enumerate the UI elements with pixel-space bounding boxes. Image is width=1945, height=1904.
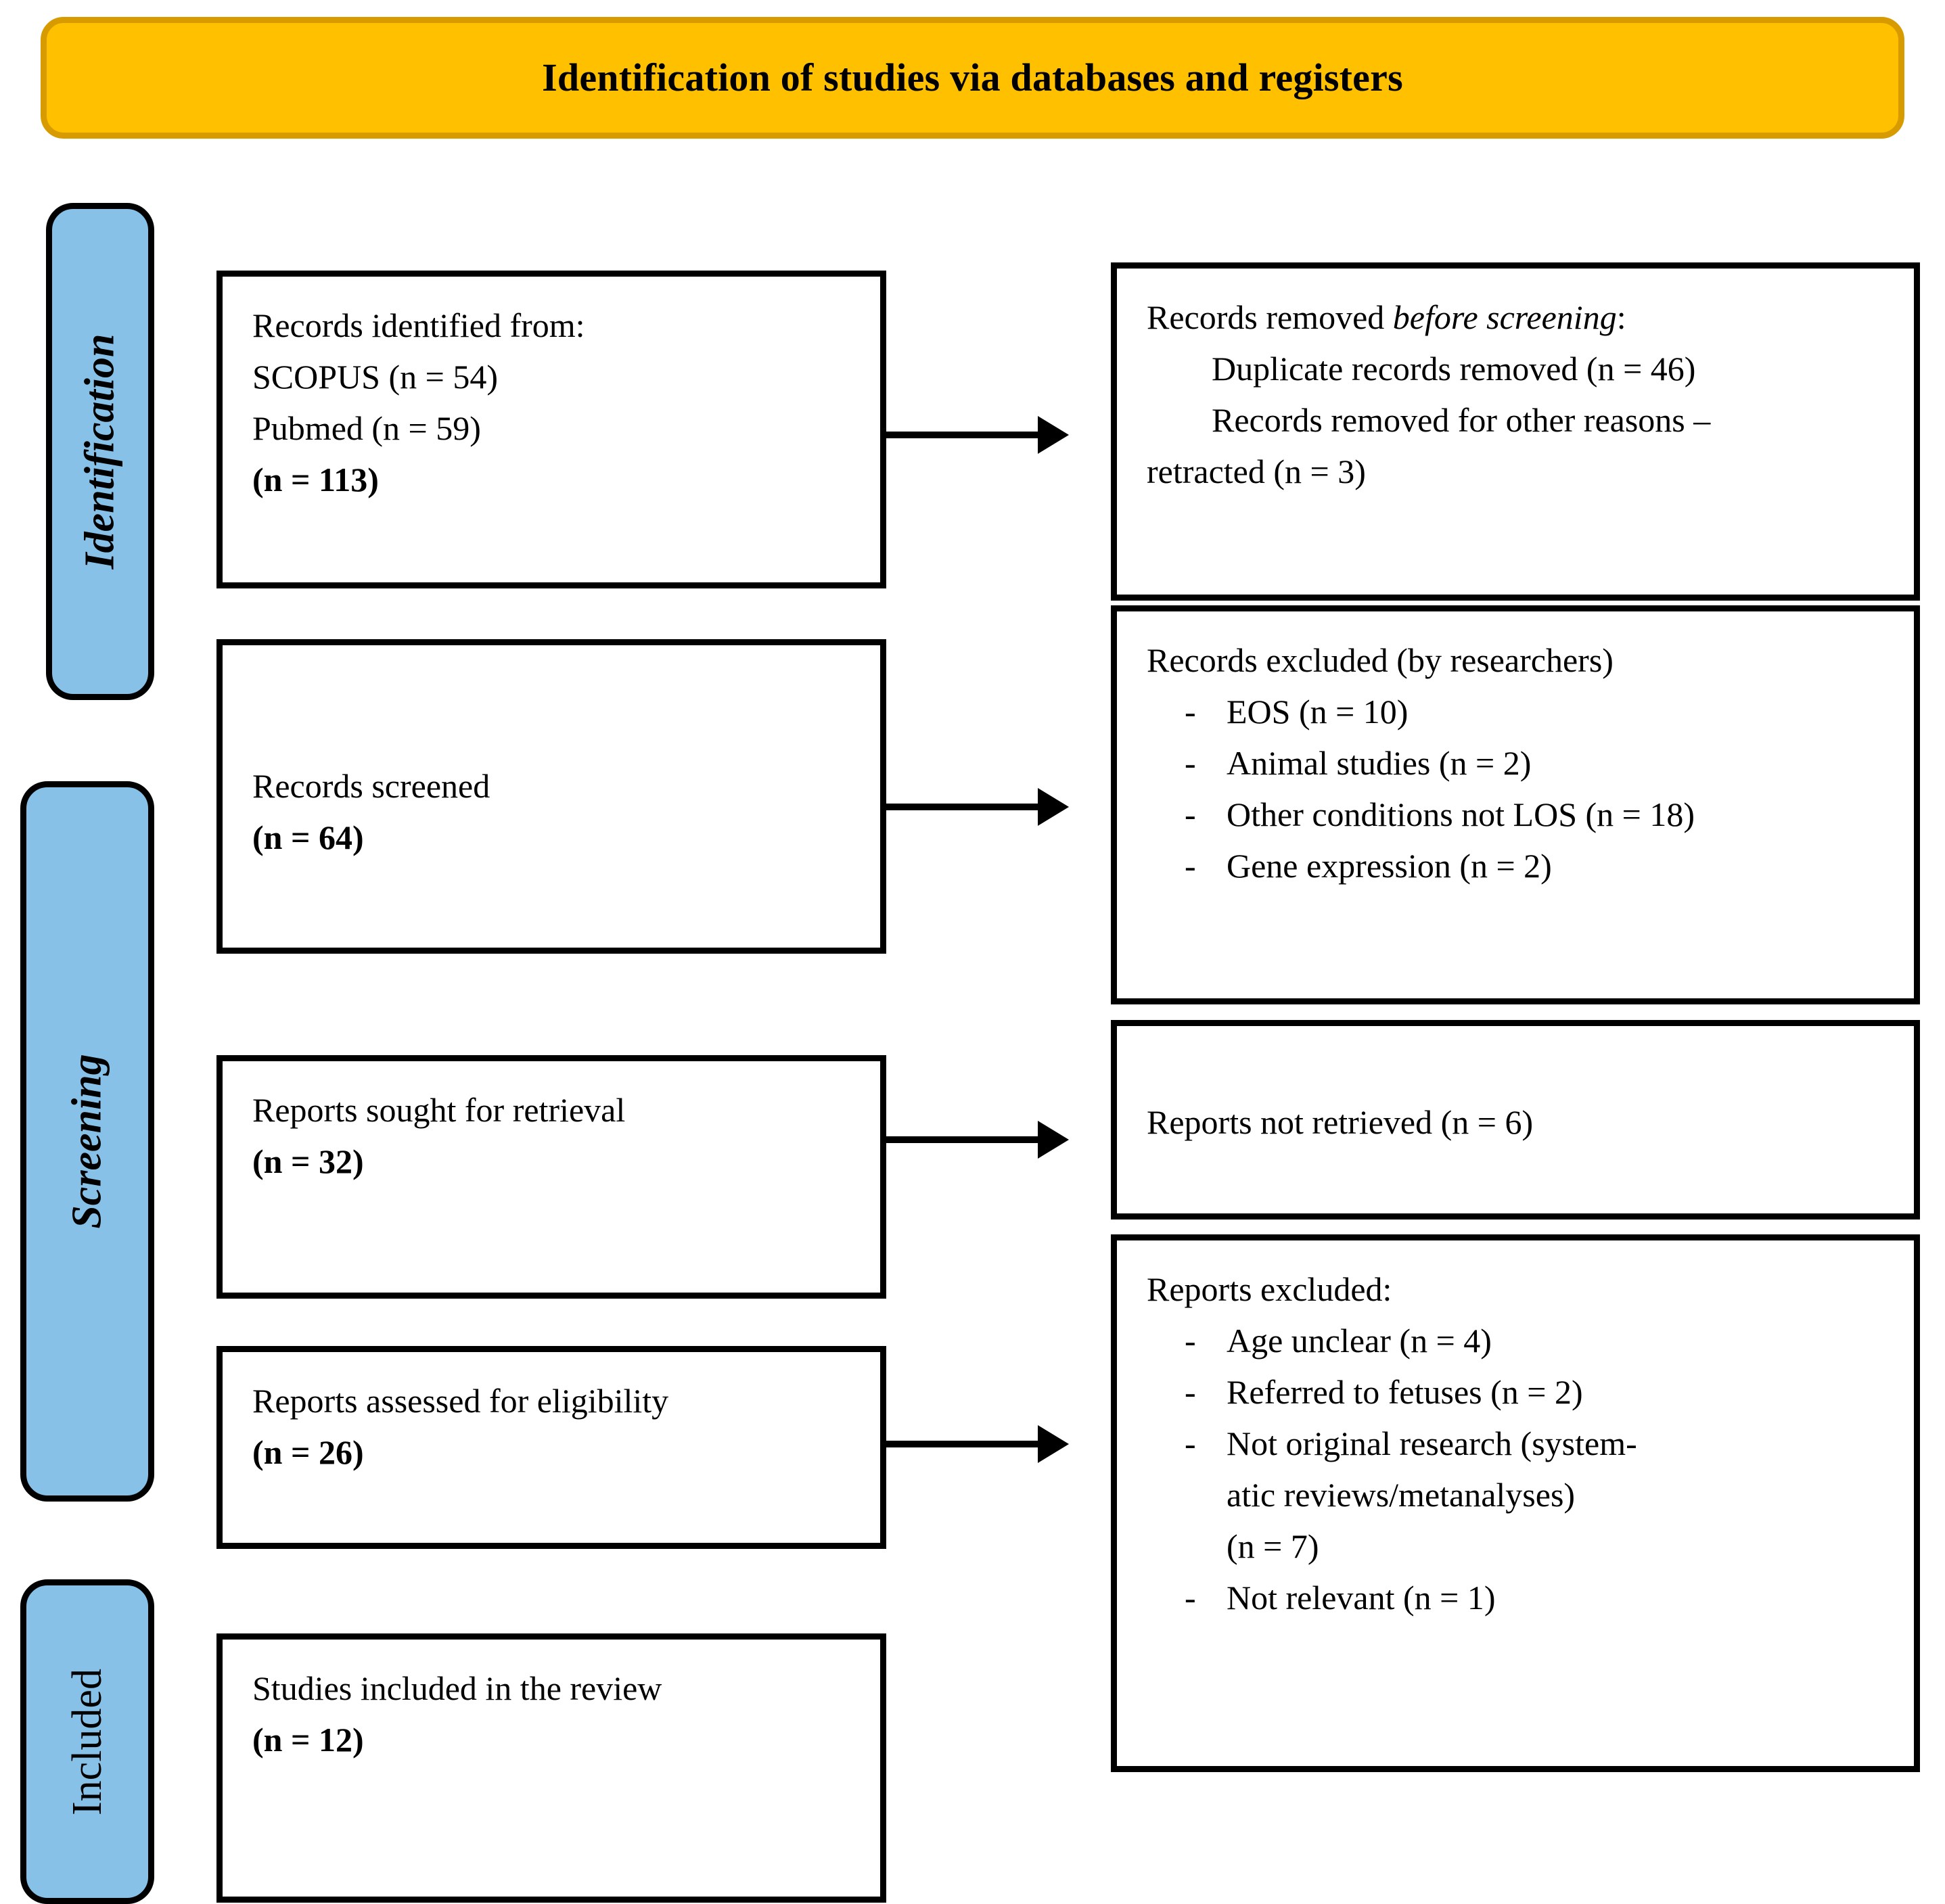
phase-bar-identification: Identification (46, 203, 154, 700)
records-excluded-item-other-conditions: - Other conditions not LOS (n = 18) (1147, 789, 1887, 840)
bullet-dash-icon: - (1185, 744, 1196, 782)
records-removed-heading-suffix: : (1616, 298, 1626, 336)
reports-sought-total: (n = 32) (252, 1142, 364, 1180)
arrow-screened-to-excluded (886, 788, 1069, 826)
bullet-dash-icon: - (1185, 1322, 1196, 1360)
records-excluded-item-gene: - Gene expression (n = 2) (1147, 840, 1887, 891)
records-identified-pubmed: Pubmed (n = 59) (252, 409, 481, 447)
box-reports-sought: Reports sought for retrieval (n = 32) (216, 1055, 886, 1299)
box-records-identified: Records identified from: SCOPUS (n = 54)… (216, 271, 886, 588)
box-reports-not-retrieved: Reports not retrieved (n = 6) (1111, 1020, 1920, 1220)
header-banner: Identification of studies via databases … (41, 17, 1904, 139)
studies-included-label: Studies included in the review (252, 1669, 662, 1707)
records-excluded-item-other-conditions-text: Other conditions not LOS (n = 18) (1227, 795, 1695, 833)
arrowhead-icon (1038, 1121, 1069, 1159)
bullet-dash-icon: - (1185, 795, 1196, 833)
reports-assessed-total: (n = 26) (252, 1433, 364, 1471)
records-removed-item-other-cont: retracted (n = 3) (1147, 452, 1366, 490)
studies-included-total: (n = 12) (252, 1721, 364, 1759)
reports-excluded-item-age: - Age unclear (n = 4) (1147, 1315, 1887, 1366)
records-identified-line1: Records identified from: (252, 306, 585, 344)
reports-not-retrieved-heading: Reports not retrieved (n = 6) (1147, 1103, 1534, 1141)
box-records-removed: Records removed before screening: Duplic… (1111, 262, 1920, 601)
records-identified-scopus: SCOPUS (n = 54) (252, 358, 498, 396)
bullet-dash-icon: - (1185, 1424, 1196, 1462)
phase-bar-screening: Screening (20, 781, 154, 1502)
reports-excluded-item-not-relevant: - Not relevant (n = 1) (1147, 1572, 1887, 1623)
phase-label-included: Included (64, 1668, 110, 1815)
box-records-excluded: Records excluded (by researchers) - EOS … (1111, 605, 1920, 1004)
records-removed-heading-italic: before screening (1392, 298, 1617, 336)
phase-bar-included: Included (20, 1579, 154, 1904)
reports-excluded-heading: Reports excluded: (1147, 1270, 1392, 1308)
reports-excluded-item-not-relevant-text: Not relevant (n = 1) (1227, 1579, 1496, 1617)
reports-excluded-item-fetuses: - Referred to fetuses (n = 2) (1147, 1366, 1887, 1418)
records-excluded-item-animal-text: Animal studies (n = 2) (1227, 744, 1532, 782)
reports-excluded-item-not-original-cont2: (n = 7) (1227, 1527, 1319, 1565)
phase-label-identification: Identification (76, 333, 123, 570)
records-screened-total: (n = 64) (252, 818, 364, 856)
arrowhead-icon (1038, 416, 1069, 454)
records-removed-item-other: Records removed for other reasons – (1212, 401, 1711, 439)
arrowhead-icon (1038, 788, 1069, 826)
records-excluded-item-eos-text: EOS (n = 10) (1227, 693, 1409, 730)
reports-excluded-item-not-original: - Not original research (system- (1147, 1418, 1887, 1469)
bullet-dash-icon: - (1185, 1373, 1196, 1411)
box-reports-excluded: Reports excluded: - Age unclear (n = 4) … (1111, 1234, 1920, 1772)
records-excluded-item-eos: - EOS (n = 10) (1147, 686, 1887, 737)
reports-excluded-item-age-text: Age unclear (n = 4) (1227, 1322, 1492, 1360)
records-removed-item-duplicate: Duplicate records removed (n = 46) (1212, 350, 1696, 388)
records-excluded-item-gene-text: Gene expression (n = 2) (1227, 847, 1552, 885)
box-reports-assessed: Reports assessed for eligibility (n = 26… (216, 1346, 886, 1549)
records-removed-heading: Records removed before screening: (1147, 292, 1887, 343)
reports-excluded-item-fetuses-text: Referred to fetuses (n = 2) (1227, 1373, 1583, 1411)
arrowhead-icon (1038, 1425, 1069, 1463)
records-excluded-heading: Records excluded (by researchers) (1147, 641, 1614, 679)
bullet-dash-icon: - (1185, 693, 1196, 730)
bullet-dash-icon: - (1185, 1579, 1196, 1617)
arrow-assessed-to-reports-excluded (886, 1425, 1069, 1463)
box-records-screened: Records screened (n = 64) (216, 639, 886, 954)
records-identified-total: (n = 113) (252, 461, 379, 498)
arrow-sought-to-not-retrieved (886, 1121, 1069, 1159)
phase-label-screening: Screening (64, 1054, 110, 1229)
page-title: Identification of studies via databases … (542, 55, 1403, 100)
records-excluded-item-animal: - Animal studies (n = 2) (1147, 737, 1887, 789)
reports-excluded-item-not-original-cont1: atic reviews/metanalyses) (1227, 1476, 1576, 1514)
reports-excluded-item-not-original-text: Not original research (system- (1227, 1424, 1637, 1462)
reports-sought-label: Reports sought for retrieval (252, 1091, 626, 1129)
arrow-identification-to-removed (886, 416, 1069, 454)
reports-assessed-label: Reports assessed for eligibility (252, 1382, 669, 1420)
bullet-dash-icon: - (1185, 847, 1196, 885)
records-removed-heading-prefix: Records removed (1147, 298, 1393, 336)
box-studies-included: Studies included in the review (n = 12) (216, 1633, 886, 1903)
records-screened-label: Records screened (252, 767, 490, 805)
